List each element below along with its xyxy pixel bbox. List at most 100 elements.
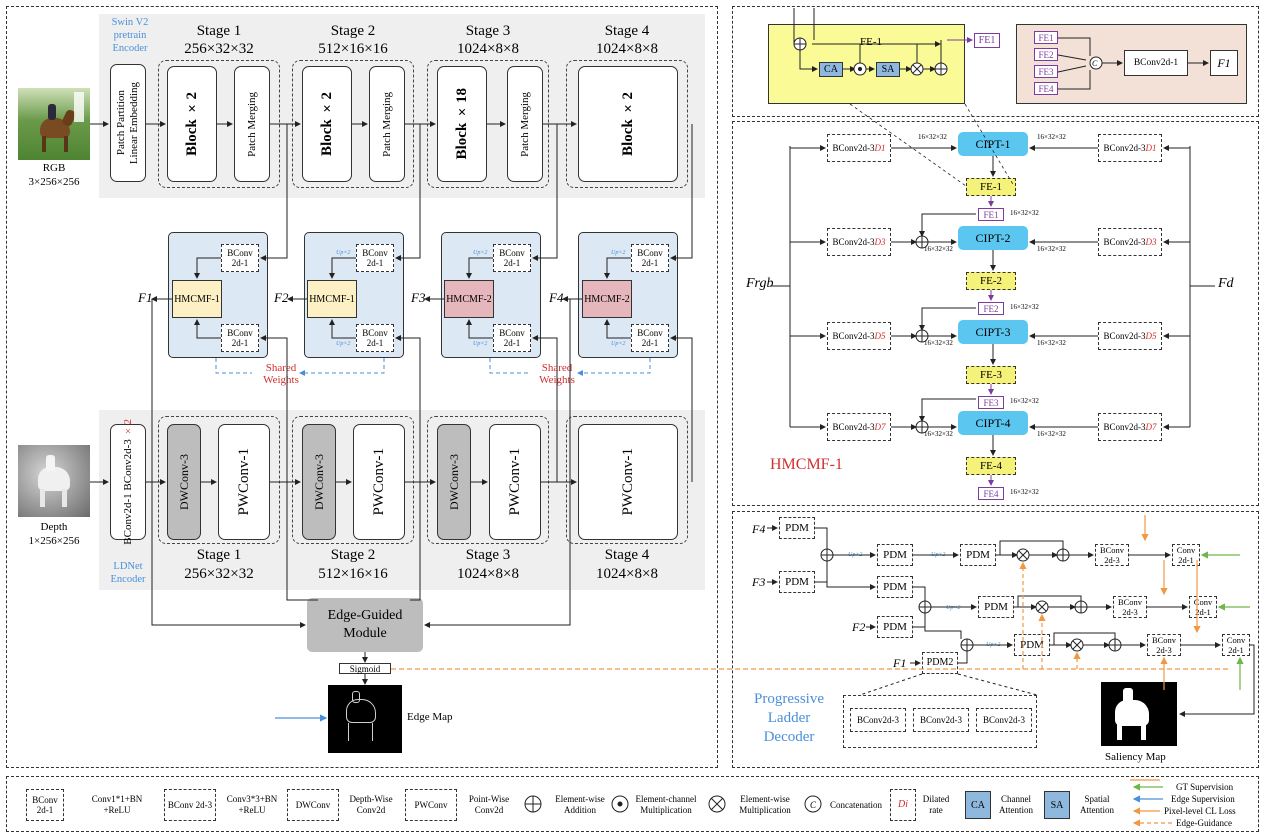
pdm-l1-b: PDM bbox=[960, 544, 996, 566]
legend-bconv1-box: BConv 2d-1 bbox=[26, 789, 64, 821]
dec-f2-label: F2 bbox=[852, 620, 866, 634]
bconv-label: BConv2d-3 bbox=[832, 422, 875, 432]
swin-block2: Block ×2 bbox=[302, 66, 352, 182]
swin-stage1-dim: 256×32×32 bbox=[184, 41, 254, 57]
ldnet-pwconv3: PWConv-1 bbox=[489, 424, 541, 540]
legend-dwconv-desc: Depth-Wise Conv2d bbox=[349, 794, 393, 815]
concat-fe1: FE1 bbox=[1034, 31, 1058, 44]
pdm-f4: PDM bbox=[779, 517, 815, 539]
dec-up-3: Up×2 bbox=[946, 605, 961, 611]
ldnet-pwconv2: PWConv-1 bbox=[353, 424, 405, 540]
pdm-f3: PDM bbox=[779, 571, 815, 593]
swin-stage3-title: Stage 3 bbox=[465, 23, 511, 39]
dim-right-1: 16×32×32 bbox=[1037, 133, 1066, 141]
pdm-l2-a: PDM bbox=[877, 576, 913, 598]
pdm2-bconv-2: BConv2d-3 bbox=[913, 708, 969, 732]
legend-sa-desc: Spatial Attention bbox=[1080, 794, 1114, 815]
legend-emul-desc: Element-wise Multiplication bbox=[739, 794, 791, 815]
dec-conv-2: Conv 2d-1 bbox=[1189, 596, 1217, 618]
dim-left-4: 16×32×32 bbox=[924, 430, 953, 438]
pdm2-bconv-1: BConv2d-3 bbox=[850, 708, 906, 732]
concat-fe2: FE2 bbox=[1034, 48, 1058, 61]
rgb-dim: 3×256×256 bbox=[28, 176, 80, 188]
dilation-label: D3 bbox=[1145, 237, 1157, 247]
legend-bconv3-box: BConv 2d-3 bbox=[164, 789, 216, 821]
dim-left-1: 16×32×32 bbox=[918, 133, 947, 141]
fm2-bconv-bottom: BConv 2d-1 bbox=[356, 324, 394, 352]
swin-block4: Block ×2 bbox=[578, 66, 678, 182]
dim-out-1: 16×32×32 bbox=[1010, 209, 1039, 217]
depth-label: Depth bbox=[40, 521, 68, 533]
ldnet-stage2-title: Stage 2 bbox=[330, 547, 376, 563]
fe-block-3: FE-3 bbox=[966, 366, 1016, 384]
dec-bconv-1: BConv 2d-3 bbox=[1095, 544, 1129, 566]
dec-bconv-3: BConv 2d-3 bbox=[1147, 634, 1181, 656]
pdm2-detail bbox=[843, 695, 1037, 748]
bconv-label: BConv2d-3 bbox=[832, 143, 875, 153]
dec-up-1: Up×2 bbox=[848, 552, 863, 558]
fm3-bconv-bottom: BConv 2d-1 bbox=[493, 324, 531, 352]
shared-weights-label-a: Shared Weights bbox=[263, 362, 299, 386]
ldnet-dwconv2: DWConv-3 bbox=[302, 424, 336, 540]
shared-weights-label-b: Shared Weights bbox=[539, 362, 575, 386]
patch-partition-label: Patch Partition bbox=[115, 90, 127, 156]
dim-out-3: 16×32×32 bbox=[1010, 397, 1039, 405]
legend-di-desc: Dilated rate bbox=[922, 794, 950, 815]
rgb-label: RGB bbox=[42, 162, 66, 174]
hmcmf2-block-a: HMCMF-2 bbox=[444, 280, 494, 318]
pdm-l1-a: PDM bbox=[877, 544, 913, 566]
sigmoid-block: Sigmoid bbox=[339, 663, 391, 674]
f3-label: F3 bbox=[411, 290, 426, 305]
ldnet-stage1-title: Stage 1 bbox=[196, 547, 242, 563]
fm4-up-bottom: Up×2 bbox=[611, 341, 626, 347]
ldnet-pwconv1: PWConv-1 bbox=[218, 424, 270, 540]
swin-stage2-dim: 512×16×16 bbox=[318, 41, 388, 57]
dilation-label: D7 bbox=[1145, 422, 1157, 432]
hmcmf1-block-b: HMCMF-1 bbox=[307, 280, 357, 318]
legend-pwconv-box: PWConv bbox=[405, 789, 457, 821]
dim-right-2: 16×32×32 bbox=[1037, 245, 1066, 253]
pdm-f2: PDM bbox=[877, 616, 913, 638]
legend-concat-desc: Concatenation bbox=[830, 800, 882, 810]
legend-sa-box: SA bbox=[1044, 791, 1070, 819]
swin-stage3-dim: 1024×8×8 bbox=[457, 41, 519, 57]
fe-output-4: FE4 bbox=[978, 487, 1004, 500]
f2-label: F2 bbox=[274, 290, 289, 305]
main-architecture-panel bbox=[6, 6, 718, 768]
fm3-up-bottom: Up×2 bbox=[473, 341, 488, 347]
fe-output-3: FE3 bbox=[978, 396, 1004, 409]
f4-label: F4 bbox=[549, 290, 564, 305]
hmcmf-detail-title: HMCMF-1 bbox=[770, 456, 843, 473]
swin-merge2: Patch Merging bbox=[369, 66, 405, 182]
ldnet-dwconv1: DWConv-3 bbox=[167, 424, 201, 540]
legend-edge-desc: Edge Supervision bbox=[1171, 794, 1235, 804]
ldnet-stem-block: BConv2d-1 BConv2d-3 ×2 bbox=[110, 419, 146, 545]
edge-map-label: Edge Map bbox=[407, 711, 453, 723]
swin-stage1-title: Stage 1 bbox=[196, 23, 242, 39]
concat-f1-output: F1 bbox=[1210, 50, 1238, 76]
rgb-image bbox=[18, 88, 90, 160]
fe-output-2: FE2 bbox=[978, 302, 1004, 315]
hmcmf2-block-b: HMCMF-2 bbox=[582, 280, 632, 318]
swin-merge3: Patch Merging bbox=[507, 66, 543, 182]
bconv-label: BConv2d-3 bbox=[832, 237, 875, 247]
swin-stage4-dim: 1024×8×8 bbox=[596, 41, 658, 57]
fm4-bconv-top: BConv 2d-1 bbox=[631, 244, 669, 272]
dec-f4-label: F4 bbox=[752, 522, 766, 536]
fe-output-1: FE1 bbox=[978, 208, 1004, 221]
sa-block: SA bbox=[876, 62, 900, 77]
legend-gt-desc: GT Supervision bbox=[1176, 782, 1234, 792]
saliency-map-label: Saliency Map bbox=[1105, 751, 1166, 763]
legend-add-desc: Element-wise Addition bbox=[555, 794, 605, 815]
cipt-block-1: CIPT-1 bbox=[958, 132, 1028, 156]
decoder-panel bbox=[732, 511, 1259, 768]
ldnet-stage3-title: Stage 3 bbox=[465, 547, 511, 563]
swin-stage2-title: Stage 2 bbox=[330, 23, 376, 39]
f1-label: F1 bbox=[138, 290, 153, 305]
dec-f3-label: F3 bbox=[752, 575, 766, 589]
concat-fe3: FE3 bbox=[1034, 65, 1058, 78]
fe1-output: FE1 bbox=[974, 33, 1000, 48]
